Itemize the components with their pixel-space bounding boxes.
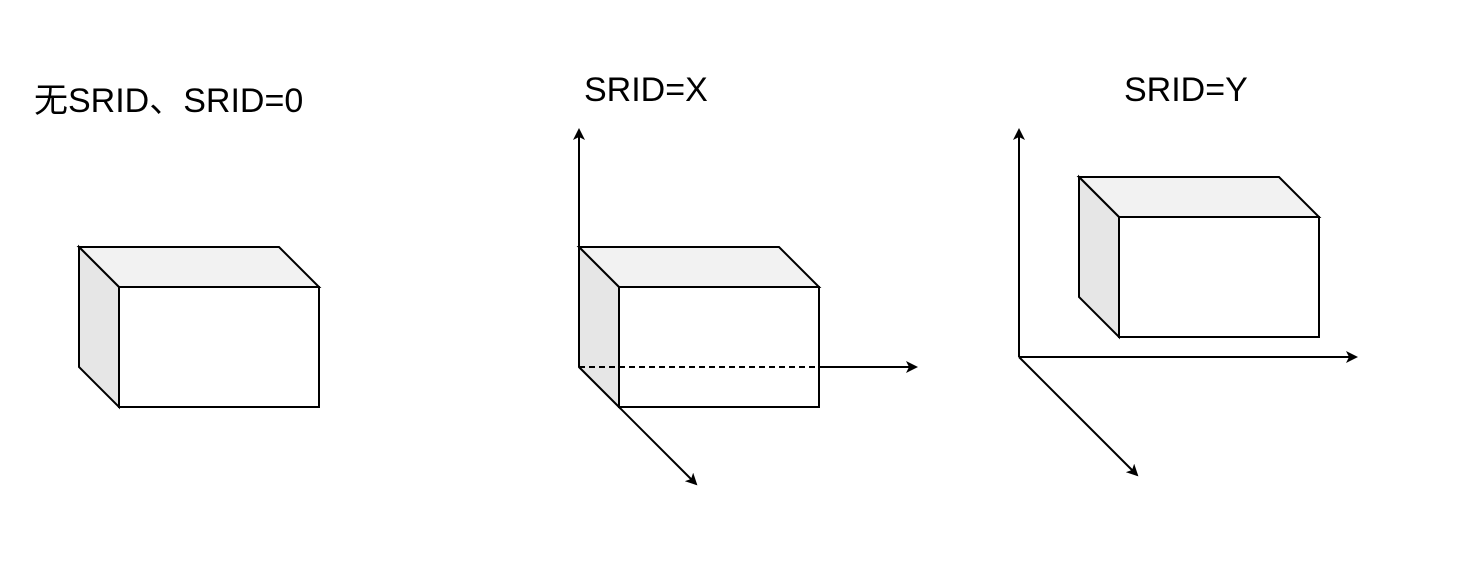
panel-title-no-srid: 无SRID、SRID=0: [34, 82, 304, 120]
cube-no-srid: [76, 244, 322, 410]
cube-srid-x: [576, 244, 822, 410]
z-axis-arrow: [1018, 356, 1139, 477]
panel-title-srid-x: SRID=X: [584, 71, 708, 109]
cube-srid-y: [1076, 174, 1322, 340]
axes-srid-y: [1013, 128, 1358, 477]
panel-title-srid-y: SRID=Y: [1124, 71, 1248, 109]
